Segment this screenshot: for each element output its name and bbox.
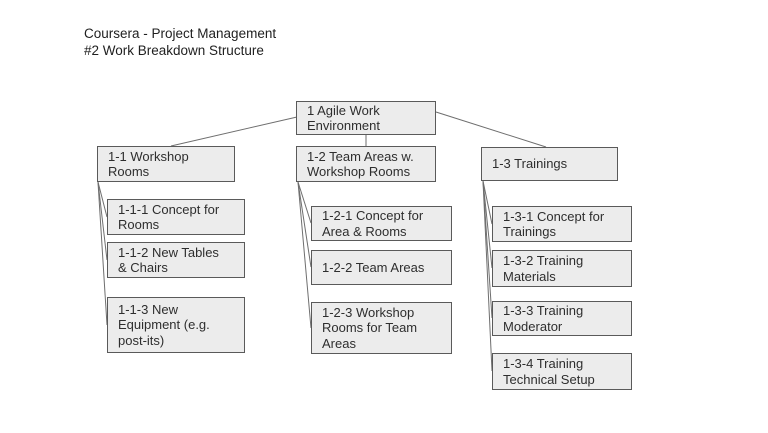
wbs-node-1-1-3: 1-1-3 New Equipment (e.g. post-its) bbox=[107, 297, 245, 353]
slide-title: Coursera - Project Management #2 Work Br… bbox=[84, 25, 276, 59]
slide-title-line2: #2 Work Breakdown Structure bbox=[84, 43, 264, 58]
connector-1-2-to-1-2-2 bbox=[297, 181, 312, 268]
wbs-node-1-3-4: 1-3-4 Training Technical Setup bbox=[492, 353, 632, 390]
wbs-node-root: 1 Agile Work Environment bbox=[296, 101, 436, 135]
wbs-node-1-2-1: 1-2-1 Concept for Area & Rooms bbox=[311, 206, 452, 241]
wbs-node-1-3-3: 1-3-3 Training Moderator bbox=[492, 301, 632, 336]
connector-1-1-to-1-1-1 bbox=[97, 181, 108, 218]
connector-1-3-to-1-3-4 bbox=[482, 180, 493, 372]
connector-root-to-1-1 bbox=[170, 116, 298, 147]
connector-1-1-to-1-1-2 bbox=[97, 181, 108, 261]
wbs-node-1-1: 1-1 Workshop Rooms bbox=[97, 146, 235, 182]
connector-1-2-to-1-2-1 bbox=[297, 181, 312, 224]
wbs-node-1-2-2: 1-2-2 Team Areas bbox=[311, 250, 452, 285]
connector-1-2-to-1-2-3 bbox=[297, 181, 312, 329]
wbs-node-1-1-2: 1-1-2 New Tables & Chairs bbox=[107, 242, 245, 278]
wbs-node-1-2-3: 1-2-3 Workshop Rooms for Team Areas bbox=[311, 302, 452, 354]
connector-1-1-to-1-1-3 bbox=[97, 181, 108, 326]
connector-root-to-1-3 bbox=[435, 111, 547, 148]
wbs-node-1-3-2: 1-3-2 Training Materials bbox=[492, 250, 632, 287]
slide-title-line1: Coursera - Project Management bbox=[84, 26, 277, 41]
connector-1-3-to-1-3-1 bbox=[482, 180, 493, 225]
wbs-node-1-3: 1-3 Trainings bbox=[481, 147, 618, 181]
wbs-node-1-1-1: 1-1-1 Concept for Rooms bbox=[107, 199, 245, 235]
wbs-node-1-2: 1-2 Team Areas w. Workshop Rooms bbox=[296, 146, 436, 182]
connector-1-3-to-1-3-2 bbox=[482, 180, 493, 269]
wbs-node-1-3-1: 1-3-1 Concept for Trainings bbox=[492, 206, 632, 242]
